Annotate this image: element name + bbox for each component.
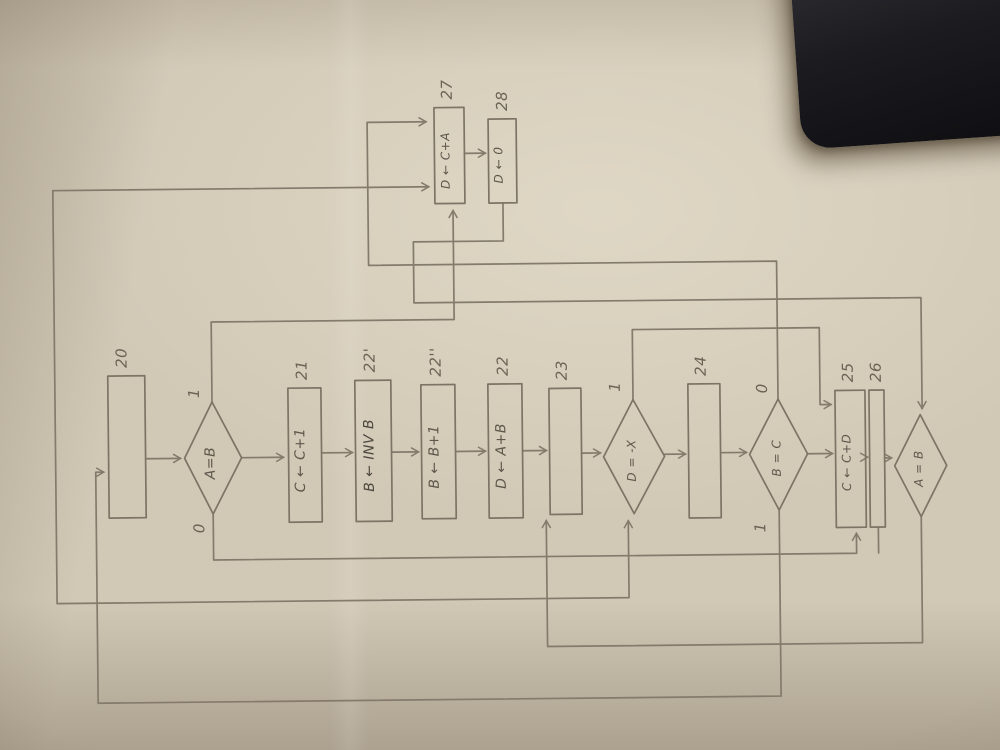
connector-line xyxy=(541,515,924,648)
box27-number: 27 xyxy=(438,79,456,99)
flowchart-box-23 xyxy=(548,387,584,516)
flowchart-box-20 xyxy=(106,374,148,519)
flowchart-box-22 xyxy=(486,382,525,519)
diamond3-branch-false: 0 xyxy=(753,383,771,393)
box25-label: C ← C+D xyxy=(839,434,854,491)
box23-number: 23 xyxy=(553,360,571,380)
flowchart-box-28 xyxy=(487,117,518,204)
box28-number: 28 xyxy=(493,91,511,111)
box22-label: D ← A+B xyxy=(493,423,510,489)
box22-number: 22 xyxy=(494,356,512,376)
diamond1-branch-true: 1 xyxy=(185,388,203,398)
box22doubleprime-label: B ← B+1 xyxy=(426,425,443,489)
connector-line xyxy=(94,467,782,705)
connector-line xyxy=(51,182,431,192)
box22prime-label: B ← INV B xyxy=(361,419,378,492)
diamond3-label: B = C xyxy=(769,440,783,477)
diamond2-label: D = -X xyxy=(624,439,638,481)
diamond3-branch-true: 1 xyxy=(751,522,769,532)
flowchart-diamond-a-eq-b-2 xyxy=(893,413,948,518)
connector-line xyxy=(212,513,862,561)
flowchart-box-22prime xyxy=(353,379,394,523)
box28-label: D ← 0 xyxy=(491,146,505,183)
box21-number: 21 xyxy=(293,360,311,380)
connector-line xyxy=(631,326,833,410)
flowchart-diamond-b-eq-c xyxy=(748,398,809,511)
flowchart-box-26 xyxy=(868,389,887,528)
pencil-ink-layer: 20 21 22' 22'' 22 23 24 25 26 27 28 C ← … xyxy=(51,79,948,705)
flowchart-box-27 xyxy=(433,106,466,205)
flowchart-nodes xyxy=(106,106,948,529)
connector-line xyxy=(210,208,458,403)
box25-number: 25 xyxy=(839,362,857,382)
flowchart-box-24 xyxy=(686,382,723,519)
box24-number: 24 xyxy=(692,356,710,376)
diamond1-label: A=B xyxy=(202,447,218,481)
connector-line xyxy=(51,189,634,605)
connector-line xyxy=(366,117,779,400)
handwritten-labels: 20 21 22' 22'' 22 23 24 25 26 27 28 C ← … xyxy=(112,79,926,533)
flowchart-diamond-a-eq-b-1 xyxy=(183,401,243,515)
box26-number: 26 xyxy=(867,362,885,382)
flowchart-box-25 xyxy=(834,389,868,529)
diamond2-branch-true: 1 xyxy=(606,382,624,392)
flowchart-diamond-d-eq-negx xyxy=(602,398,666,515)
flowchart-box-21 xyxy=(287,387,324,524)
box21-label: C ← C+1 xyxy=(292,428,309,492)
connector-lines xyxy=(51,117,927,705)
flowchart-box-22doubleprime xyxy=(419,383,458,520)
box20-number: 20 xyxy=(112,348,130,368)
diamond4-label: A = B xyxy=(912,450,926,488)
flow-arrows xyxy=(144,148,894,464)
connector-line xyxy=(412,202,927,411)
box22doubleprime-number: 22'' xyxy=(426,347,444,377)
diamond1-branch-false: 0 xyxy=(190,523,208,533)
box27-label: D ← C+A xyxy=(438,132,453,189)
box22prime-number: 22' xyxy=(360,348,378,373)
dark-object-corner xyxy=(788,0,1000,150)
